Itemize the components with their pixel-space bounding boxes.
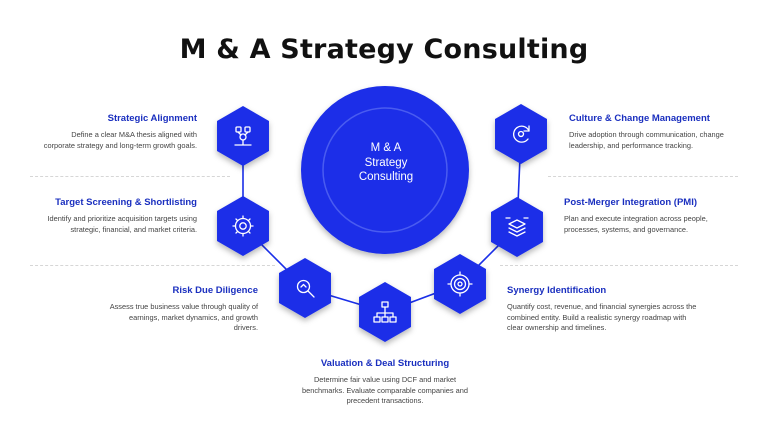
target-icon	[447, 271, 473, 297]
divider-right-1	[548, 176, 738, 177]
divider-right-2	[500, 265, 738, 266]
hex-node-6	[491, 197, 543, 257]
gear-settings-icon	[232, 215, 254, 237]
hexagon-shape	[434, 254, 486, 314]
item-valuation-deal-structuring: Valuation & Deal Structuring Determine f…	[300, 358, 470, 407]
item-synergy-identification: Synergy Identification Quantify cost, re…	[507, 285, 697, 334]
hex-node-4	[359, 282, 411, 342]
item-heading: Synergy Identification	[507, 285, 607, 296]
hexagon-shape	[217, 106, 269, 166]
divider-left-2	[30, 265, 275, 266]
item-description: Plan and execute integration across peop…	[564, 214, 708, 234]
item-description: Determine fair value using DCF and marke…	[302, 375, 468, 405]
hex-node-1	[217, 106, 269, 166]
item-heading: Post-Merger Integration (PMI)	[564, 197, 698, 208]
item-post-merger-integration: Post-Merger Integration (PMI) Plan and e…	[564, 197, 714, 235]
item-description: Quantify cost, revenue, and financial sy…	[507, 302, 697, 332]
item-heading: Strategic Alignment	[107, 113, 197, 124]
hexagon-shape	[495, 104, 547, 164]
center-line-3: Consulting	[358, 171, 414, 183]
item-description: Define a clear M&A thesis aligned with c…	[43, 130, 197, 150]
item-heading: Target Screening & Shortlisting	[55, 197, 197, 208]
hexagon-shape	[279, 258, 331, 318]
hexagon-shape	[491, 197, 543, 257]
item-heading: Risk Due Diligence	[172, 285, 258, 296]
item-description: Drive adoption through communication, ch…	[569, 130, 724, 150]
center-label: M & A Strategy Consulting	[331, 141, 441, 185]
refresh-cycle-icon	[513, 125, 530, 143]
center-line-2: Strategy	[364, 156, 408, 169]
org-chart-target-icon	[234, 126, 252, 146]
page-title: M & A Strategy Consulting	[179, 34, 589, 65]
hex-node-5	[434, 254, 486, 314]
center-circle	[301, 86, 469, 254]
center-circle-inner	[322, 107, 448, 233]
item-heading: Culture & Change Management	[569, 113, 710, 124]
hex-node-7	[495, 104, 547, 164]
item-description: Assess true business value through quali…	[109, 302, 258, 332]
item-strategic-alignment: Strategic Alignment Define a clear M&A t…	[40, 113, 197, 151]
item-risk-due-diligence: Risk Due Diligence Assess true business …	[108, 285, 258, 334]
item-target-screening: Target Screening & Shortlisting Identify…	[30, 197, 197, 235]
hierarchy-structure-icon	[373, 301, 397, 323]
hexagon-shape	[217, 196, 269, 256]
item-description: Identify and prioritize acquisition targ…	[47, 214, 197, 234]
center-line-1: M & A	[370, 142, 402, 154]
item-culture-change-management: Culture & Change Management Drive adopti…	[569, 113, 729, 151]
hex-node-2	[217, 196, 269, 256]
divider-left-1	[30, 176, 230, 177]
layers-arrows-icon	[505, 217, 529, 237]
magnifier-analysis-icon	[296, 279, 315, 298]
hex-node-3	[279, 258, 331, 318]
item-heading: Valuation & Deal Structuring	[320, 358, 450, 369]
